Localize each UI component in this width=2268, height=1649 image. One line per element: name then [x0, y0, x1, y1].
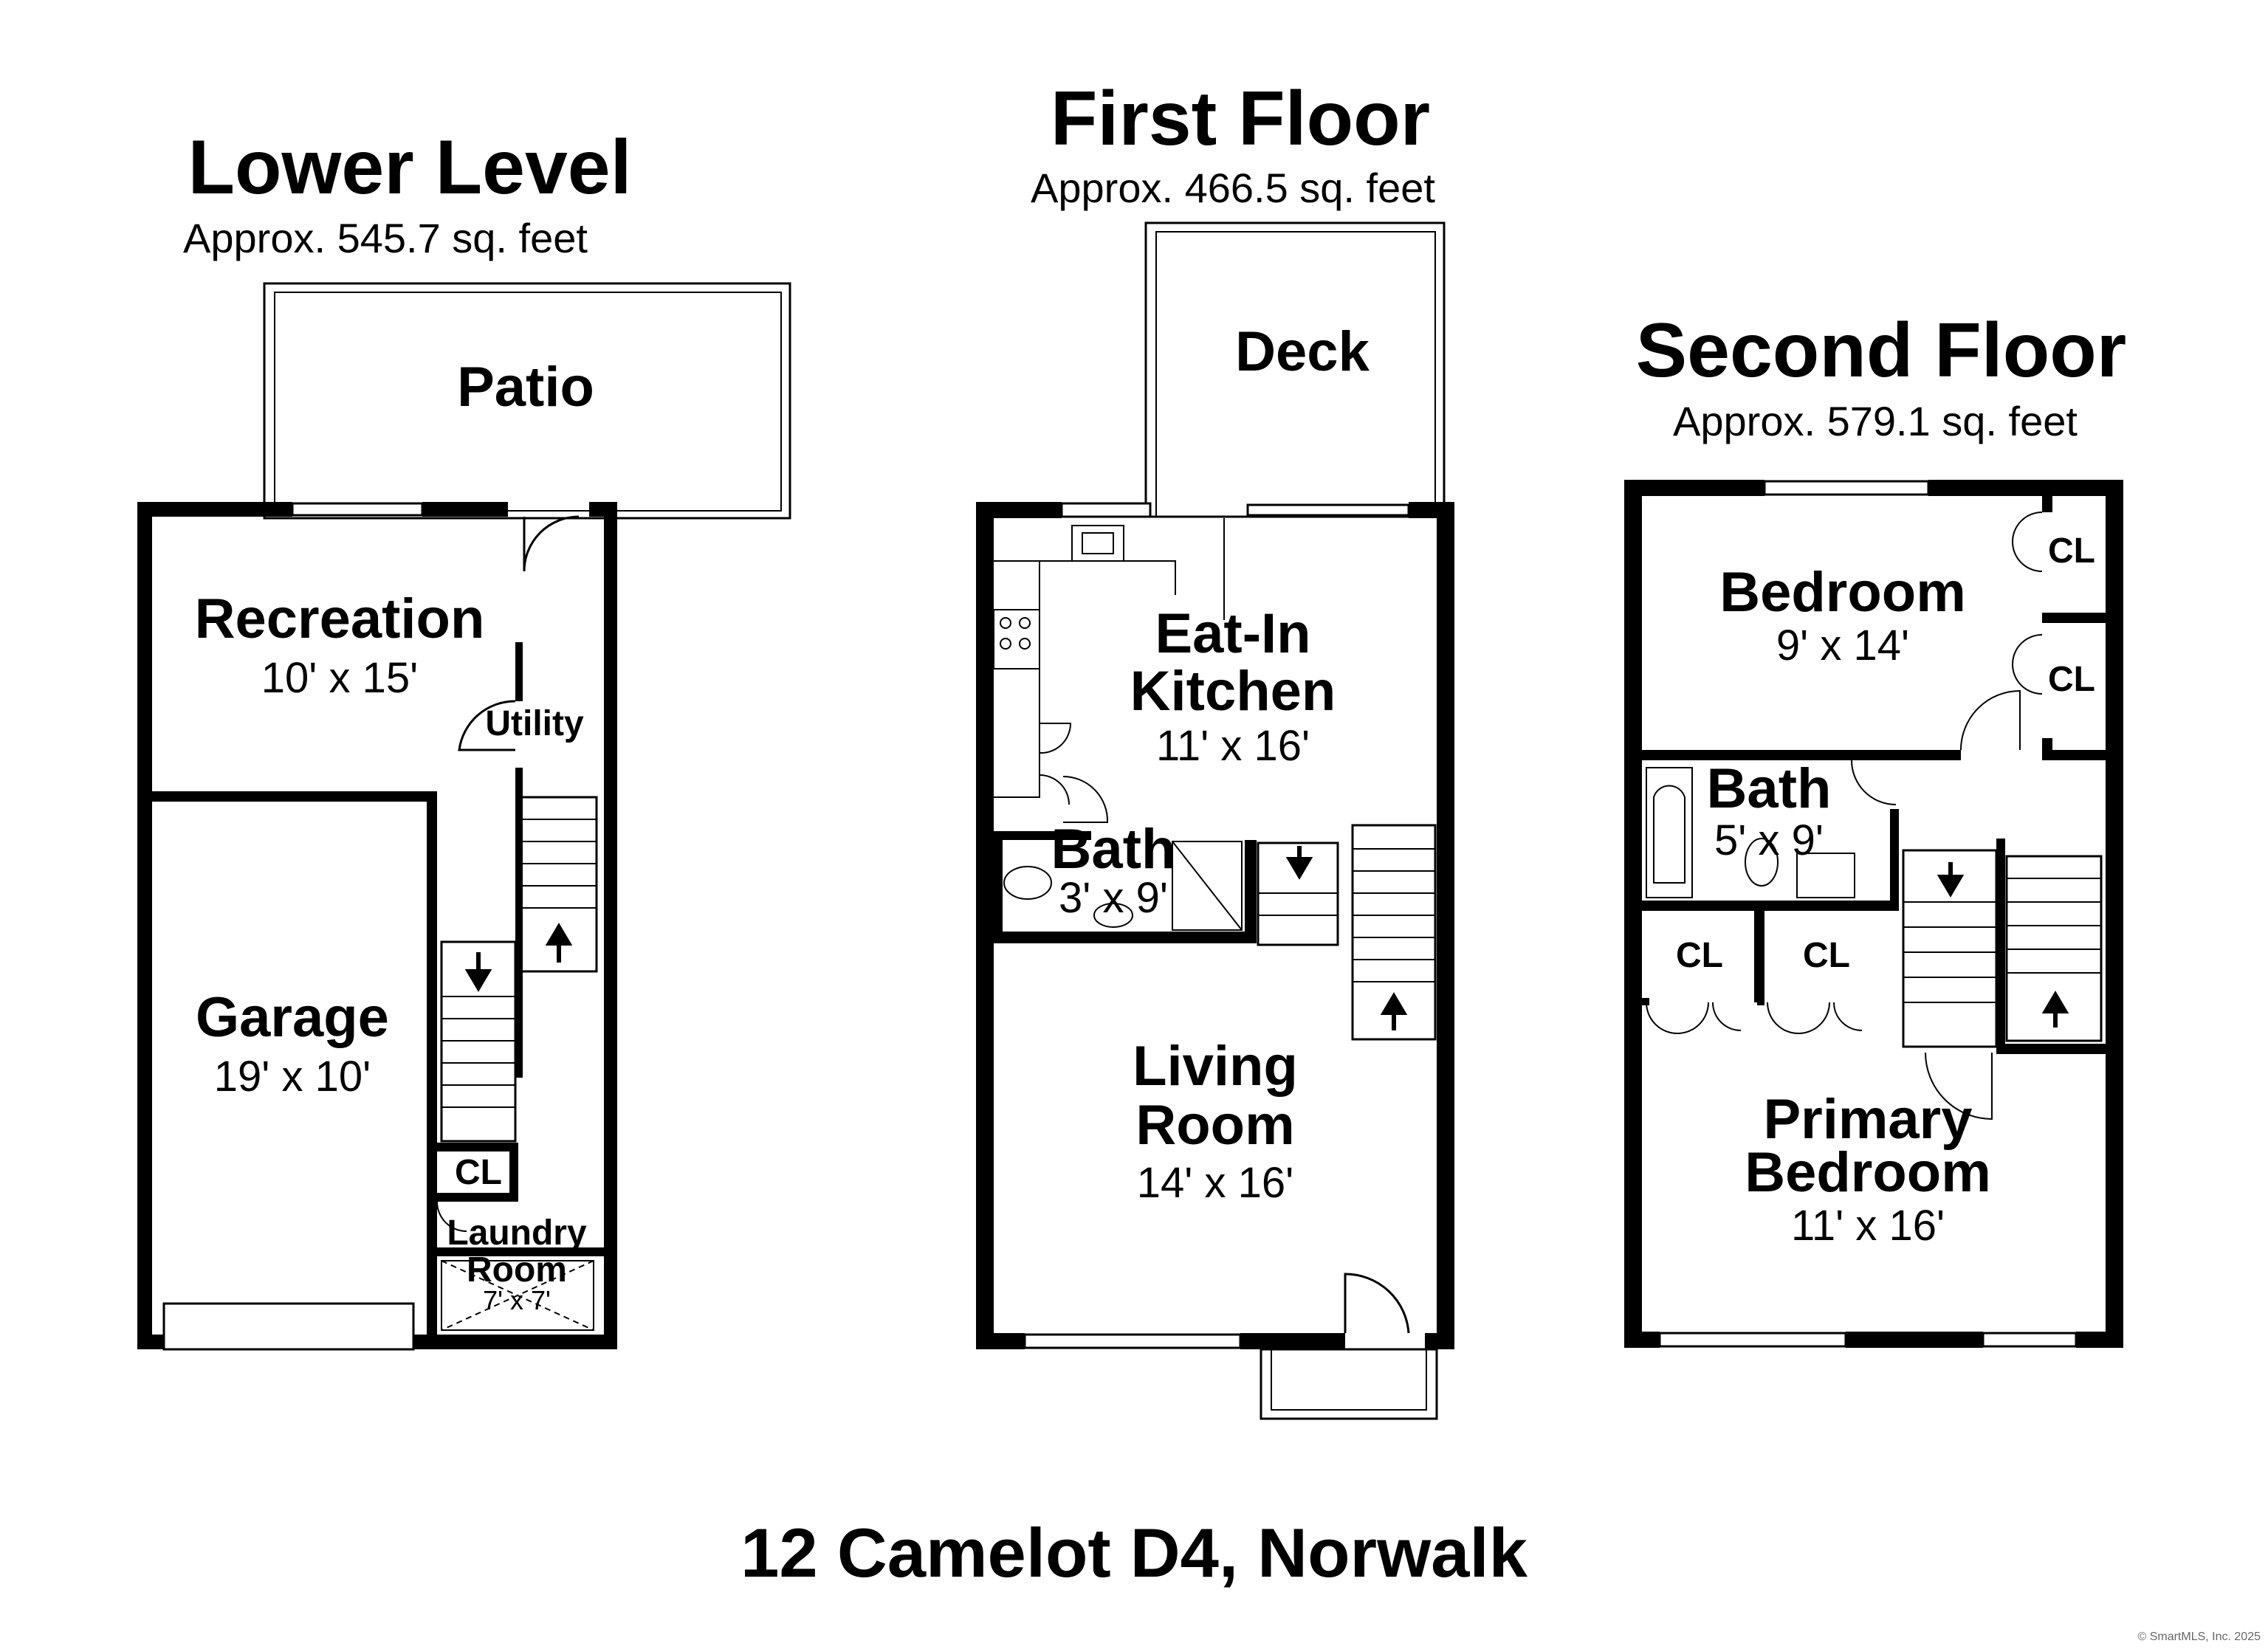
- second-floor-plan: Second Floor Approx. 579.1 sq. feet: [1624, 308, 2126, 1348]
- second-stairs-up: [2005, 855, 2103, 1042]
- living-label-2: Room: [1135, 1094, 1294, 1157]
- second-floor-title: Second Floor: [1636, 308, 2126, 393]
- garage-dim: 19' x 10': [214, 1053, 371, 1101]
- garage-label: Garage: [196, 986, 389, 1049]
- primary-dim: 11' x 16': [1791, 1202, 1945, 1250]
- garage-door: [162, 1302, 415, 1351]
- laundry-area: [441, 1260, 594, 1331]
- front-step: [1260, 1348, 1438, 1420]
- sink-icon: [1071, 525, 1124, 562]
- closet-4-label: CL: [1803, 936, 1850, 975]
- utility-door-swing: [458, 700, 516, 751]
- first-stairs-down: [1257, 841, 1339, 946]
- primary-door-swing: [1925, 1052, 1993, 1120]
- first-floor-plan: First Floor Approx. 466.5 sq. feet Deck: [976, 76, 1454, 1420]
- arrow-up-icon: [1380, 992, 1408, 1030]
- second-floor-area: Approx. 579.1 sq. feet: [1673, 398, 2078, 444]
- entry-door-swing: [1344, 1273, 1410, 1334]
- kitchen-label-1: Eat-In: [1155, 602, 1310, 665]
- closet-1-label: CL: [2048, 531, 2095, 571]
- bedroom-label: Bedroom: [1719, 561, 1966, 624]
- lower-level-plan: Lower Level Approx. 545.7 sq. feet Patio: [137, 125, 791, 1351]
- kitchen-counters: [993, 518, 1225, 798]
- kitchen-label-2: Kitchen: [1130, 660, 1336, 723]
- shower-icon: [1172, 841, 1243, 931]
- bedroom-window: [1763, 480, 1930, 496]
- closet-door-swing: [2011, 512, 2043, 572]
- patio: Patio: [263, 282, 791, 520]
- closet-bifold-doors: [1767, 1002, 1863, 1035]
- living-label-1: Living: [1133, 1035, 1298, 1098]
- patio-door-swing: [523, 515, 580, 572]
- recreation-dim: 10' x 15': [261, 654, 418, 702]
- patio-window: [291, 502, 424, 517]
- bedroom-door-swing: [1960, 689, 2021, 751]
- living-window: [1023, 1333, 1242, 1349]
- closet-2-label: CL: [2048, 660, 2095, 699]
- living-dim: 14' x 16': [1137, 1159, 1293, 1207]
- copyright-notice: © SmartMLS, Inc. 2025: [2137, 1631, 2261, 1643]
- bathtub-icon: [1646, 767, 1693, 898]
- pantry-door-swing: [1039, 723, 1072, 754]
- lower-stairs-down: [440, 940, 517, 1143]
- laundry-label-1: Laundry: [447, 1213, 587, 1253]
- bath-sink-icon: [1796, 853, 1855, 898]
- toilet-icon: [1003, 866, 1052, 900]
- patio-label: Patio: [457, 356, 594, 419]
- lower-stairs-up: [520, 796, 598, 973]
- primary-window-1: [1658, 1332, 1847, 1348]
- lower-level-walls: [137, 502, 617, 1349]
- stove-icon: [993, 609, 1040, 669]
- sliding-door: [1246, 503, 1410, 517]
- lower-level-area: Approx. 545.7 sq. feet: [183, 215, 588, 261]
- first-floor-title: First Floor: [1051, 76, 1430, 162]
- laundry-label-2: Room: [467, 1250, 567, 1290]
- first-floor-area: Approx. 466.5 sq. feet: [1031, 165, 1435, 211]
- second-floor-walls: [1624, 480, 2123, 1348]
- deck: Deck: [1144, 221, 1446, 518]
- lower-level-title: Lower Level: [188, 125, 631, 210]
- closet-3-label: CL: [1676, 936, 1723, 975]
- recreation-label: Recreation: [195, 588, 485, 650]
- second-bath-label: Bath: [1707, 757, 1832, 820]
- kitchen-window: [1060, 502, 1152, 518]
- second-bath-dim: 5' x 9': [1714, 816, 1824, 864]
- arrow-down-icon: [1937, 862, 1965, 898]
- arrow-up-icon: [2041, 991, 2069, 1027]
- second-stairs-down: [1902, 849, 1998, 1048]
- utility-label: Utility: [485, 704, 584, 743]
- primary-label-1: Primary: [1763, 1088, 1972, 1151]
- closet-door-swing: [2011, 634, 2043, 695]
- first-bath-dim: 3' x 9': [1059, 874, 1168, 922]
- closet-bifold-doors: [1646, 1002, 1742, 1035]
- deck-label: Deck: [1235, 320, 1370, 383]
- arrow-down-icon: [464, 952, 492, 992]
- first-stairs-up: [1351, 824, 1437, 1041]
- address-title: 12 Camelot D4, Norwalk: [740, 1514, 1528, 1591]
- toilet-icon: [1745, 838, 1779, 887]
- bath-door-swing: [1851, 760, 1897, 805]
- arrow-up-icon: [545, 923, 573, 963]
- bath-door-swing: [1039, 774, 1109, 823]
- first-bath-label: Bath: [1051, 818, 1176, 881]
- bedroom-dim: 9' x 14': [1776, 622, 1909, 669]
- arrow-down-icon: [1285, 846, 1313, 880]
- primary-window-2: [1982, 1332, 2078, 1348]
- first-floor-walls: [976, 502, 1454, 1349]
- closet-door-swing: [436, 1201, 467, 1232]
- laundry-dim: 7' x 7': [483, 1285, 551, 1315]
- kitchen-dim: 11' x 16': [1156, 722, 1310, 770]
- lower-closet-label: CL: [455, 1153, 502, 1192]
- bath-sink-icon: [1093, 903, 1133, 928]
- primary-label-2: Bedroom: [1745, 1141, 1991, 1204]
